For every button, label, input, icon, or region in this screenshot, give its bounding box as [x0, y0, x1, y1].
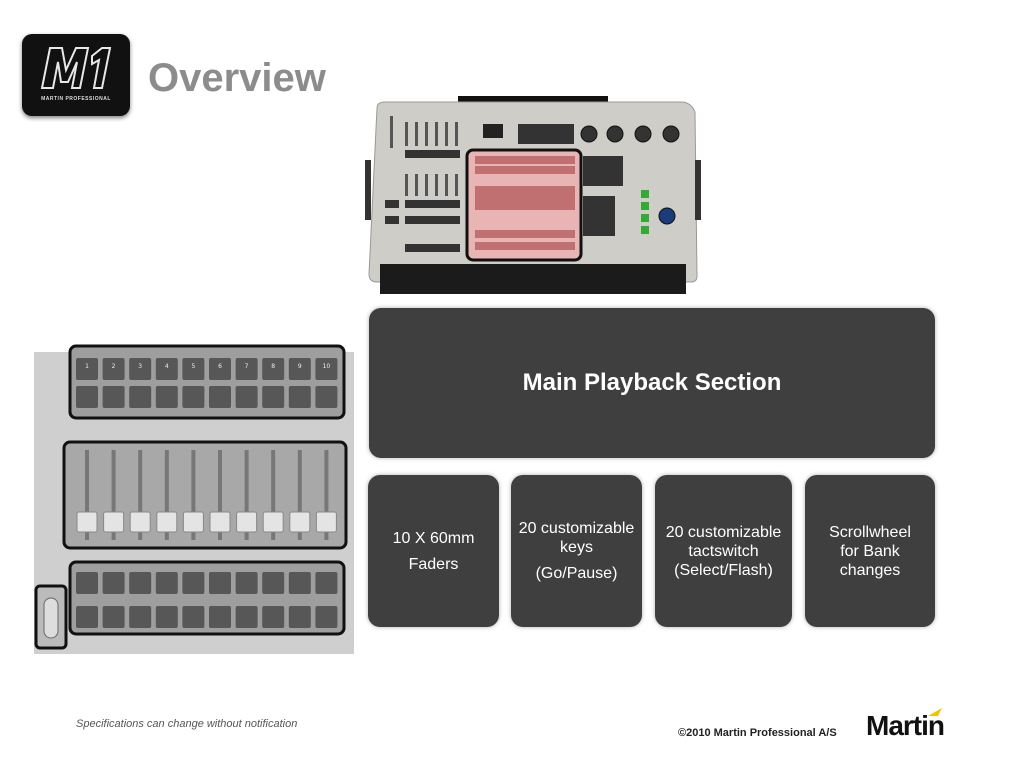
zoom-key-number: 2 [112, 363, 116, 370]
zoom-key [315, 606, 338, 628]
zoom-fader-track [324, 450, 329, 540]
zoom-fader-knob [103, 511, 125, 533]
zoom-fader-knob [156, 511, 178, 533]
zoom-fader-knob [209, 511, 231, 533]
playback-zoom-image: 1 2 3 4 5 6 7 8 9 10 [34, 344, 354, 654]
main-playback-section-label: Main Playback Section [522, 369, 782, 396]
zoom-key [235, 358, 258, 380]
zoom-key [155, 606, 178, 628]
zoom-key [129, 572, 152, 594]
zoom-key [235, 572, 258, 594]
zoom-key [182, 606, 205, 628]
zoom-key [209, 358, 231, 380]
console-image [365, 96, 701, 294]
zoom-fader-track [111, 450, 116, 540]
zoom-key [102, 572, 125, 594]
zoom-fader-knob [129, 511, 151, 533]
martin-brand-mark-icon [928, 708, 942, 716]
zoom-key [262, 358, 285, 380]
zoom-key [76, 572, 98, 594]
m1-logo: MARTIN PROFESSIONAL [22, 34, 130, 116]
zoom-key-number: 7 [245, 363, 249, 370]
zoom-key-number: 6 [218, 363, 222, 370]
zoom-key [155, 386, 178, 408]
zoom-fader-track [271, 450, 276, 540]
scrollwheel-box: Scrollwheel for Bank changes [805, 475, 935, 627]
zoom-fader-knob [289, 511, 311, 533]
zoom-key-number: 4 [165, 363, 169, 370]
logo-subtitle: MARTIN PROFESSIONAL [41, 96, 111, 102]
zoom-key [182, 358, 205, 380]
faders-line-2: Faders [408, 555, 459, 573]
zoom-key [129, 606, 152, 628]
keys-line-2: (Go/Pause) [535, 565, 618, 582]
zoom-key [102, 606, 125, 628]
zoom-key [76, 386, 98, 408]
zoom-key [102, 358, 125, 380]
m1-logo-mark [40, 47, 112, 89]
footer-note: Specifications can change without notifi… [76, 718, 298, 730]
zoom-key [155, 358, 178, 380]
zoom-fader-knob [262, 511, 284, 533]
zoom-key [262, 572, 285, 594]
zoom-key [155, 572, 178, 594]
zoom-key-number: 9 [298, 363, 302, 370]
zoom-fader-track [218, 450, 222, 540]
zoom-key [209, 572, 231, 594]
zoom-key [129, 358, 152, 380]
faders-box: 10 X 60mm Faders [368, 475, 499, 627]
zoom-key-number: 5 [191, 363, 195, 370]
tactswitch-line-1: 20 customizable tactswitch (Select/Flash… [665, 523, 782, 579]
tactswitch-box: 20 customizable tactswitch (Select/Flash… [655, 475, 792, 627]
zoom-key [76, 606, 98, 628]
zoom-fader-track [191, 450, 196, 540]
zoom-key [288, 572, 311, 594]
zoom-key [209, 606, 231, 628]
zoom-key [235, 386, 258, 408]
zoom-key [288, 386, 311, 408]
zoom-key [262, 386, 285, 408]
zoom-key [235, 606, 258, 628]
zoom-fader-track [297, 450, 302, 540]
zoom-fader-track [138, 450, 143, 540]
keys-line-1: 20 customizable keys [518, 520, 635, 556]
keys-box: 20 customizable keys (Go/Pause) [511, 475, 642, 627]
main-playback-section-box: Main Playback Section [369, 308, 935, 458]
zoom-key [102, 386, 125, 408]
scrollwheel-line-1: Scrollwheel for Bank changes [829, 523, 911, 579]
zoom-key-number: 10 [323, 363, 331, 370]
zoom-key [262, 606, 285, 628]
zoom-fader-track [244, 450, 249, 540]
zoom-fader-track [164, 450, 169, 540]
zoom-key [288, 358, 311, 380]
zoom-fader-knob [182, 511, 204, 533]
zoom-key [315, 572, 338, 594]
zoom-fader-track [85, 450, 89, 540]
zoom-fader-knob [236, 511, 258, 533]
zoom-key [182, 572, 205, 594]
zoom-fader-knob [315, 511, 337, 533]
zoom-key [315, 358, 338, 380]
zoom-key [315, 386, 338, 408]
page-title: Overview [148, 56, 326, 100]
faders-line-1: 10 X 60mm [392, 529, 475, 547]
zoom-key [76, 358, 98, 380]
zoom-key-number: 1 [85, 363, 89, 370]
zoom-key-number: 8 [271, 363, 275, 370]
copyright-text: ©2010 Martin Professional A/S [678, 727, 837, 739]
zoom-fader-knob [76, 511, 98, 533]
zoom-key-number: 3 [138, 363, 142, 370]
zoom-key [209, 386, 231, 408]
zoom-key [182, 386, 205, 408]
zoom-key [288, 606, 311, 628]
zoom-key [129, 386, 152, 408]
